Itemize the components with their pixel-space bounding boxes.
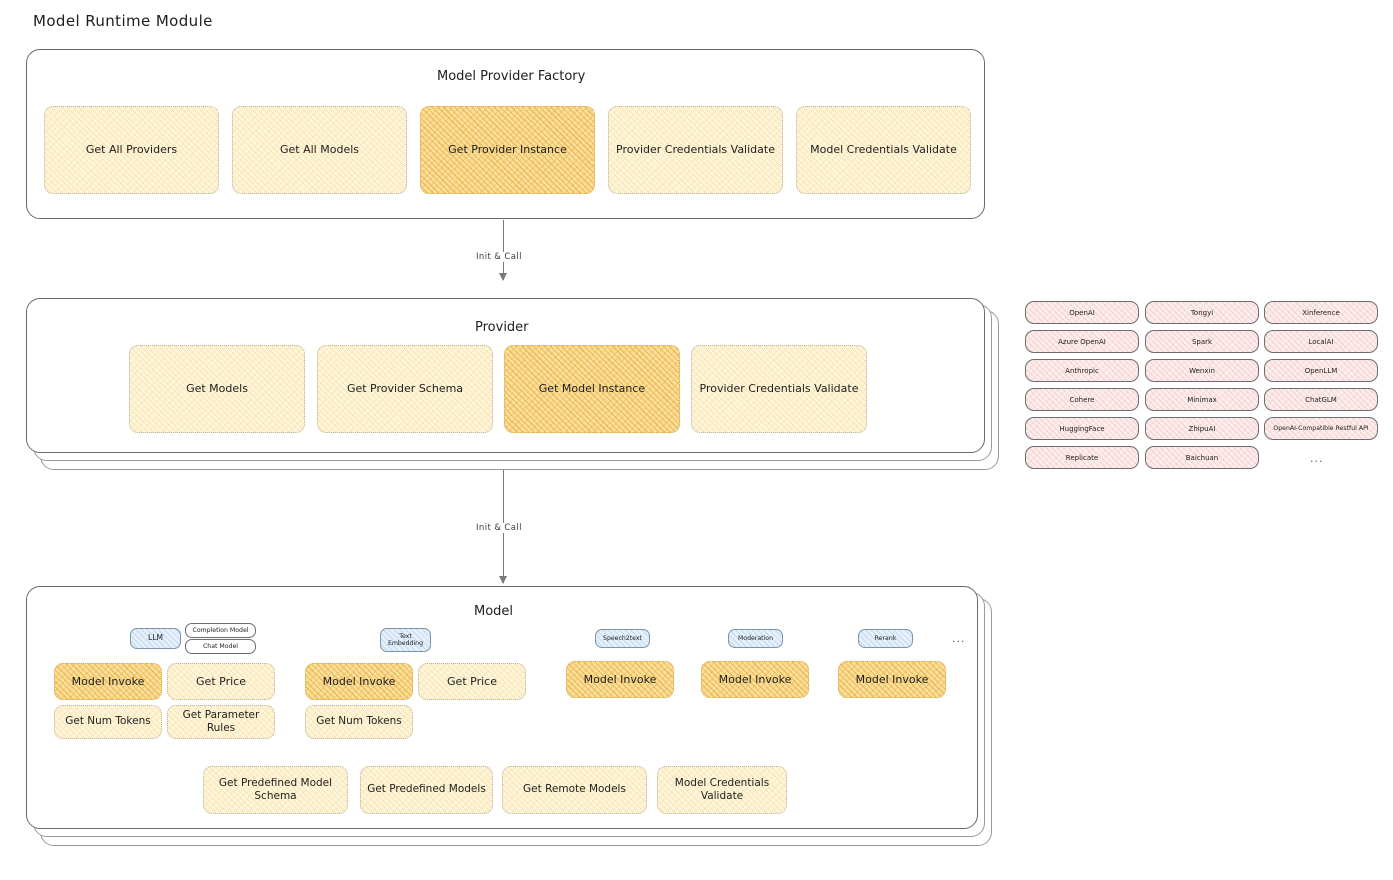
arrow-head-icon (498, 273, 507, 281)
provider-node-get-provider-schema[interactable]: Get Provider Schema (317, 345, 493, 433)
llm-method-get-parameter-rules[interactable]: Get Parameter Rules (167, 705, 275, 739)
provider-node-get-model-instance[interactable]: Get Model Instance (504, 345, 680, 433)
arrow-shaft (503, 220, 504, 280)
speech2text-method-model-invoke[interactable]: Model Invoke (566, 661, 674, 698)
model-type-badge-llm[interactable]: LLM (130, 628, 181, 649)
provider-chip-tongyi[interactable]: Tongyi (1145, 301, 1259, 324)
model-common-method-get-predefined-model-schema[interactable]: Get Predefined Model Schema (203, 766, 348, 814)
llm-method-model-invoke[interactable]: Model Invoke (54, 663, 162, 700)
model-type-badge-moderation[interactable]: Moderation (728, 629, 783, 648)
text-embedding-method-model-invoke[interactable]: Model Invoke (305, 663, 413, 700)
factory-node-provider-credentials-validate[interactable]: Provider Credentials Validate (608, 106, 783, 194)
text-embedding-method-get-price[interactable]: Get Price (418, 663, 526, 700)
moderation-method-model-invoke[interactable]: Model Invoke (701, 661, 809, 698)
provider-chip-zhipuai[interactable]: ZhipuAI (1145, 417, 1259, 440)
provider-chip-anthropic[interactable]: Anthropic (1025, 359, 1139, 382)
provider-chip-openllm[interactable]: OpenLLM (1264, 359, 1378, 382)
page-title: Model Runtime Module (33, 12, 213, 30)
factory-node-get-all-models[interactable]: Get All Models (232, 106, 407, 194)
model-provider-factory-title: Model Provider Factory (437, 69, 586, 84)
arrow-label-init-and-call-1: Init & Call (473, 252, 525, 262)
text-embedding-method-get-num-tokens[interactable]: Get Num Tokens (305, 705, 413, 739)
provider-chip-openai-compatible-restful-api[interactable]: OpenAI-Compatible Restful API (1264, 417, 1378, 440)
llm-method-get-price[interactable]: Get Price (167, 663, 275, 700)
provider-chip-cohere[interactable]: Cohere (1025, 388, 1139, 411)
llm-method-get-num-tokens[interactable]: Get Num Tokens (54, 705, 162, 739)
factory-node-model-credentials-validate[interactable]: Model Credentials Validate (796, 106, 971, 194)
provider-chip-openai[interactable]: OpenAI (1025, 301, 1139, 324)
provider-chip-replicate[interactable]: Replicate (1025, 446, 1139, 469)
provider-node-get-models[interactable]: Get Models (129, 345, 305, 433)
arrow-label-init-and-call-2: Init & Call (473, 523, 525, 533)
provider-chip-minimax[interactable]: Minimax (1145, 388, 1259, 411)
model-subtype-badge-chat-model[interactable]: Chat Model (185, 639, 256, 654)
provider-title: Provider (475, 320, 529, 335)
provider-list-ellipsis: ... (1310, 452, 1324, 465)
provider-chip-chatglm[interactable]: ChatGLM (1264, 388, 1378, 411)
provider-node-provider-credentials-validate[interactable]: Provider Credentials Validate (691, 345, 867, 433)
arrow-head-icon (498, 576, 507, 584)
factory-node-get-provider-instance[interactable]: Get Provider Instance (420, 106, 595, 194)
provider-chip-azure-openai[interactable]: Azure OpenAI (1025, 330, 1139, 353)
provider-chip-localai[interactable]: LocalAI (1264, 330, 1378, 353)
model-common-method-model-credentials-validate[interactable]: Model Credentials Validate (657, 766, 787, 814)
model-common-method-get-predefined-models[interactable]: Get Predefined Models (360, 766, 493, 814)
provider-chip-baichuan[interactable]: Baichuan (1145, 446, 1259, 469)
provider-chip-wenxin[interactable]: Wenxin (1145, 359, 1259, 382)
model-type-badge-text-embedding[interactable]: Text Embedding (380, 628, 431, 652)
provider-chip-xinference[interactable]: Xinference (1264, 301, 1378, 324)
model-type-badge-speech2text[interactable]: Speech2text (595, 629, 650, 648)
model-common-method-get-remote-models[interactable]: Get Remote Models (502, 766, 647, 814)
model-type-badge-rerank[interactable]: Rerank (858, 629, 913, 648)
provider-chip-huggingface[interactable]: HuggingFace (1025, 417, 1139, 440)
provider-chip-spark[interactable]: Spark (1145, 330, 1259, 353)
rerank-method-model-invoke[interactable]: Model Invoke (838, 661, 946, 698)
model-title: Model (474, 604, 514, 619)
factory-node-get-all-providers[interactable]: Get All Providers (44, 106, 219, 194)
model-types-ellipsis: ... (952, 632, 966, 645)
model-subtype-badge-completion-model[interactable]: Completion Model (185, 623, 256, 638)
